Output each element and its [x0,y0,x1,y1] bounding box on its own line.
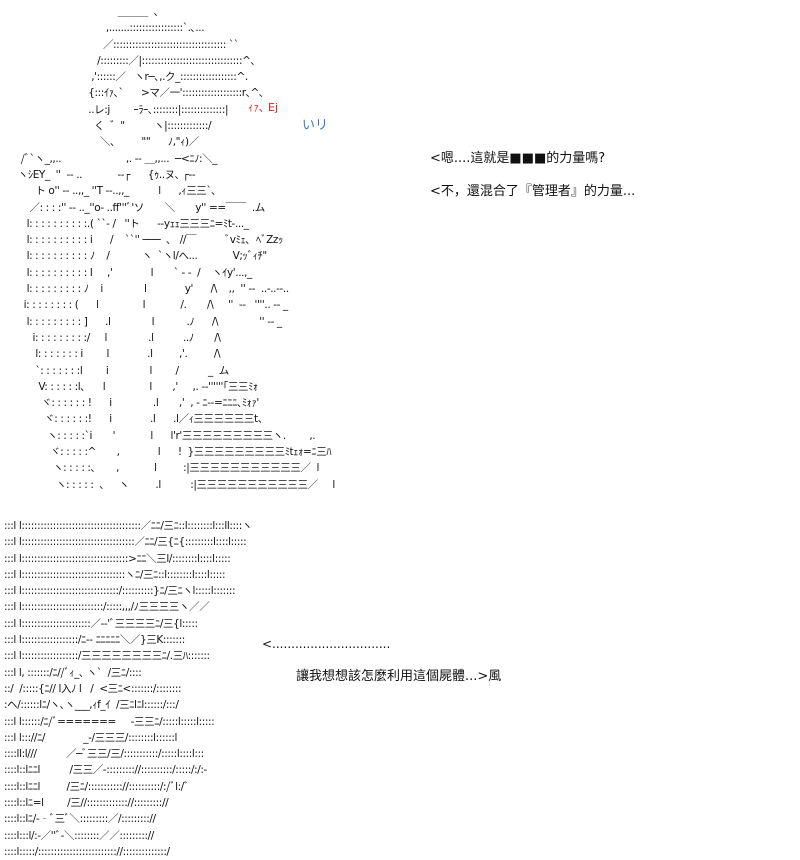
dialogue-line-2: <不，還混合了『管理者』的力量... [430,184,636,199]
blue-eye-mark: いリ [302,118,329,133]
dialogue-line-1: <嗯....這就是■■■的力量嗎? [430,151,606,166]
ascii-art-figure: ＿＿＿ ､ ,.......:::::::::::::::::`.､... ／:… [17,6,336,491]
dialogue-line-4: 讓我想想該怎麼利用這個屍體...>風 [296,669,502,684]
red-eye-mark: ｨｧ､ Ej [248,101,279,114]
ascii-art-closeup: :::l l::::::::::::::::::::::::::::::::::… [4,520,253,858]
dialogue-line-3: <............................... [262,637,391,651]
